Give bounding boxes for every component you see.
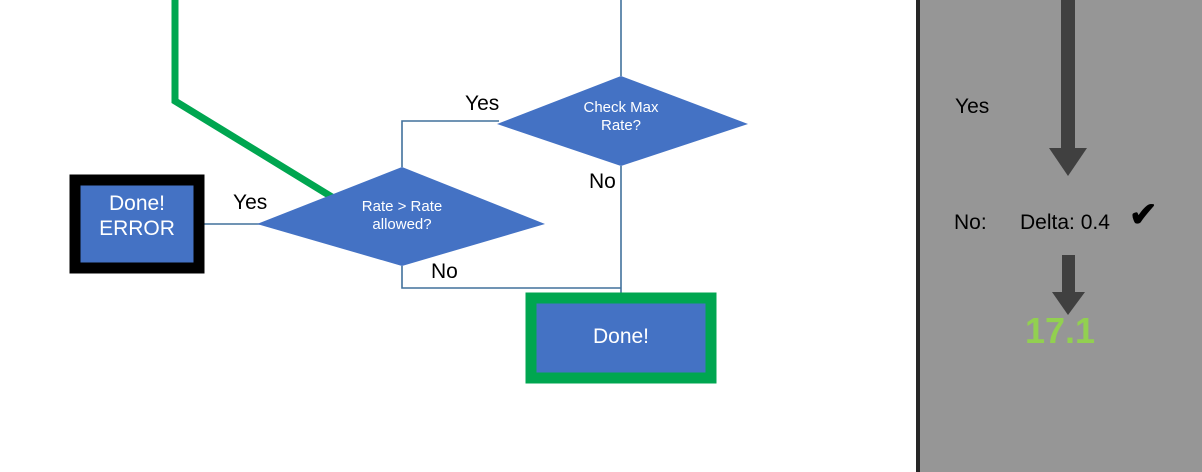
edge-label-check-max-yes: Yes xyxy=(465,92,500,115)
panel-yes-label: Yes xyxy=(955,95,990,118)
edge-label-rate-no: No xyxy=(431,260,458,283)
side-panel: Yes No: Delta: 0.4 ✔ 17.1 xyxy=(916,0,1202,472)
panel-result-value: 17.1 xyxy=(1025,310,1096,351)
connector-rate-no xyxy=(401,266,621,289)
panel-delta-label: Delta: 0.4 xyxy=(1020,211,1110,234)
node-done-shape[interactable] xyxy=(525,292,717,384)
panel-arrow-bottom xyxy=(1052,255,1085,315)
connector-check-max-yes xyxy=(401,120,499,167)
panel-arrows xyxy=(1049,0,1087,315)
node-done-error-shape[interactable] xyxy=(69,174,205,274)
highlight-path-green xyxy=(171,0,347,208)
panel-check-icon: ✔ xyxy=(1129,196,1158,234)
panel-arrow-top xyxy=(1049,0,1087,176)
edge-label-rate-yes: Yes xyxy=(233,191,268,214)
edge-label-check-max-no: No xyxy=(589,170,616,193)
node-rate-check-shape[interactable] xyxy=(257,167,545,266)
node-check-max-rate-shape[interactable] xyxy=(497,76,748,166)
panel-no-label: No: xyxy=(954,211,987,234)
